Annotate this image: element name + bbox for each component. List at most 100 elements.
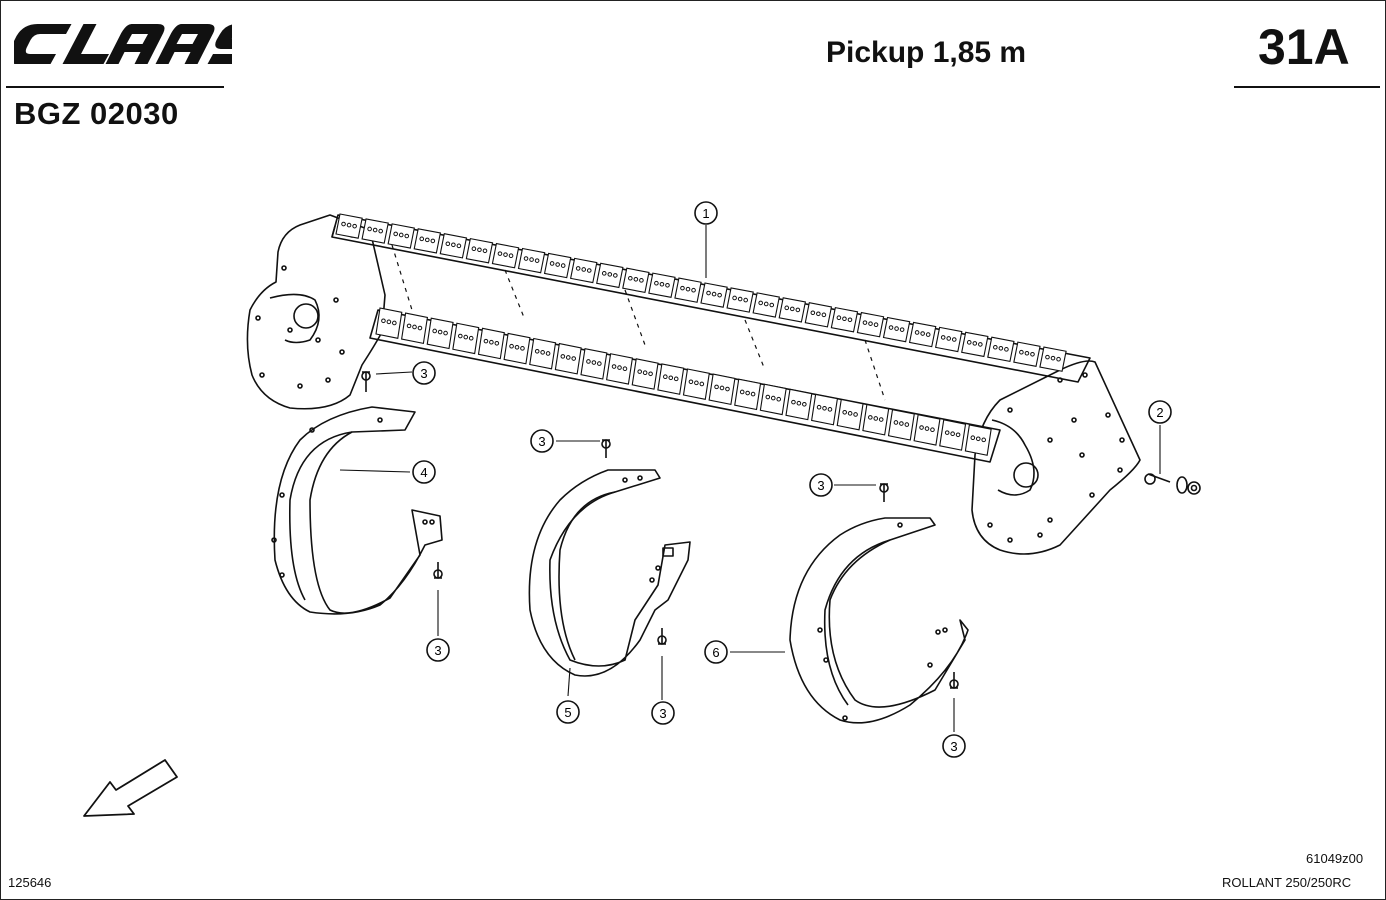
slat-hole [445,241,451,247]
slat-tile [606,353,634,385]
slat-hole [668,375,674,381]
slat-hole [739,389,745,395]
slat-tile [759,383,787,416]
slat-hole [483,338,489,344]
logo-underline [6,86,224,88]
slat-hole [816,311,821,317]
slat-tile [426,317,454,350]
leader-lines [339,225,1161,732]
slat-hole [868,321,873,326]
slat-hole [816,404,822,410]
slat-tile [708,373,736,406]
slat-hole [514,344,520,350]
slat-hole [432,328,437,334]
slat-hole [944,430,950,435]
slat-hole [591,360,597,365]
slat-hole [673,376,679,382]
slat-hole [659,281,665,287]
slat-hole [560,263,566,268]
slat-hole [642,370,648,375]
bolt-washer-nut-assembly [1144,473,1201,495]
slat-hole [601,271,607,276]
slat-hole [888,325,894,330]
callout-3: 3 [412,361,436,385]
callout-3: 3 [809,473,833,497]
slat-tile [477,327,505,360]
callout-2: 2 [1148,400,1172,424]
callout-6: 6 [704,640,728,664]
slat-hole [1056,356,1061,362]
slat-tile [811,393,839,426]
slat-hole [998,346,1004,351]
callout-3: 3 [942,734,966,758]
claas-logo [14,24,232,64]
slat-tile [726,287,754,313]
slat-tile [648,272,676,298]
slat-tile [375,307,403,339]
slat-hole [523,256,529,261]
svg-text:6: 6 [712,645,719,660]
slat-tile [785,388,813,421]
slat-hole [367,226,372,232]
slat-tile [401,312,429,345]
slat-hole [706,290,711,296]
page-number-underline [1234,86,1380,88]
slat-hole [586,268,592,273]
slat-hole [419,236,425,242]
slat-hole [972,341,978,346]
slat-hole [899,421,904,426]
slat-hole [946,336,952,341]
slat-tile [387,223,415,249]
guide-strip-4 [271,406,443,615]
slat-hole [758,300,763,306]
slat-hole [482,248,488,254]
slat-hole [529,257,534,262]
slat-tile [622,267,650,294]
slat-hole [352,223,357,229]
svg-text:1: 1 [702,206,709,221]
slat-hole [789,306,795,312]
slat-hole [853,412,858,417]
svg-text:2: 2 [1156,405,1163,420]
slat-hole [743,297,748,303]
slat-hole [1019,349,1024,355]
svg-text:3: 3 [434,643,441,658]
slat-hole [639,278,644,283]
slat-hole [545,351,551,356]
slat-hole [571,356,577,361]
slat-hole [406,323,412,329]
bottom-slats [375,307,992,456]
slat-tile [529,337,557,370]
slat-hole [628,275,633,281]
slat-hole [549,261,555,266]
slat-hole [468,335,474,341]
slat-hole [424,237,430,243]
slat-hole [940,335,946,340]
svg-text:3: 3 [538,434,545,449]
slat-tile [961,331,989,358]
slat-hole [451,242,456,248]
footer-left-number: 125646 [8,875,52,890]
slat-hole [821,312,827,318]
slat-hole [796,400,802,406]
slat-tile [836,398,864,431]
slat-hole [654,280,659,286]
slat-hole [534,258,540,263]
slat-tile [964,424,992,456]
slat-hole [784,305,790,311]
slat-hole [847,411,853,416]
slat-hole [663,374,668,379]
slat-hole [1030,351,1035,357]
slat-hole [386,319,392,325]
slat-hole [341,221,346,227]
document-code: BGZ 02030 [14,96,179,131]
slat-hole [842,316,847,322]
slat-hole [685,286,691,292]
slat-hole [417,325,423,331]
slat-hole [680,285,685,291]
slat-hole [520,346,525,351]
slat-tile [752,292,780,318]
slat-hole [575,266,581,271]
slat-hole [769,302,775,308]
